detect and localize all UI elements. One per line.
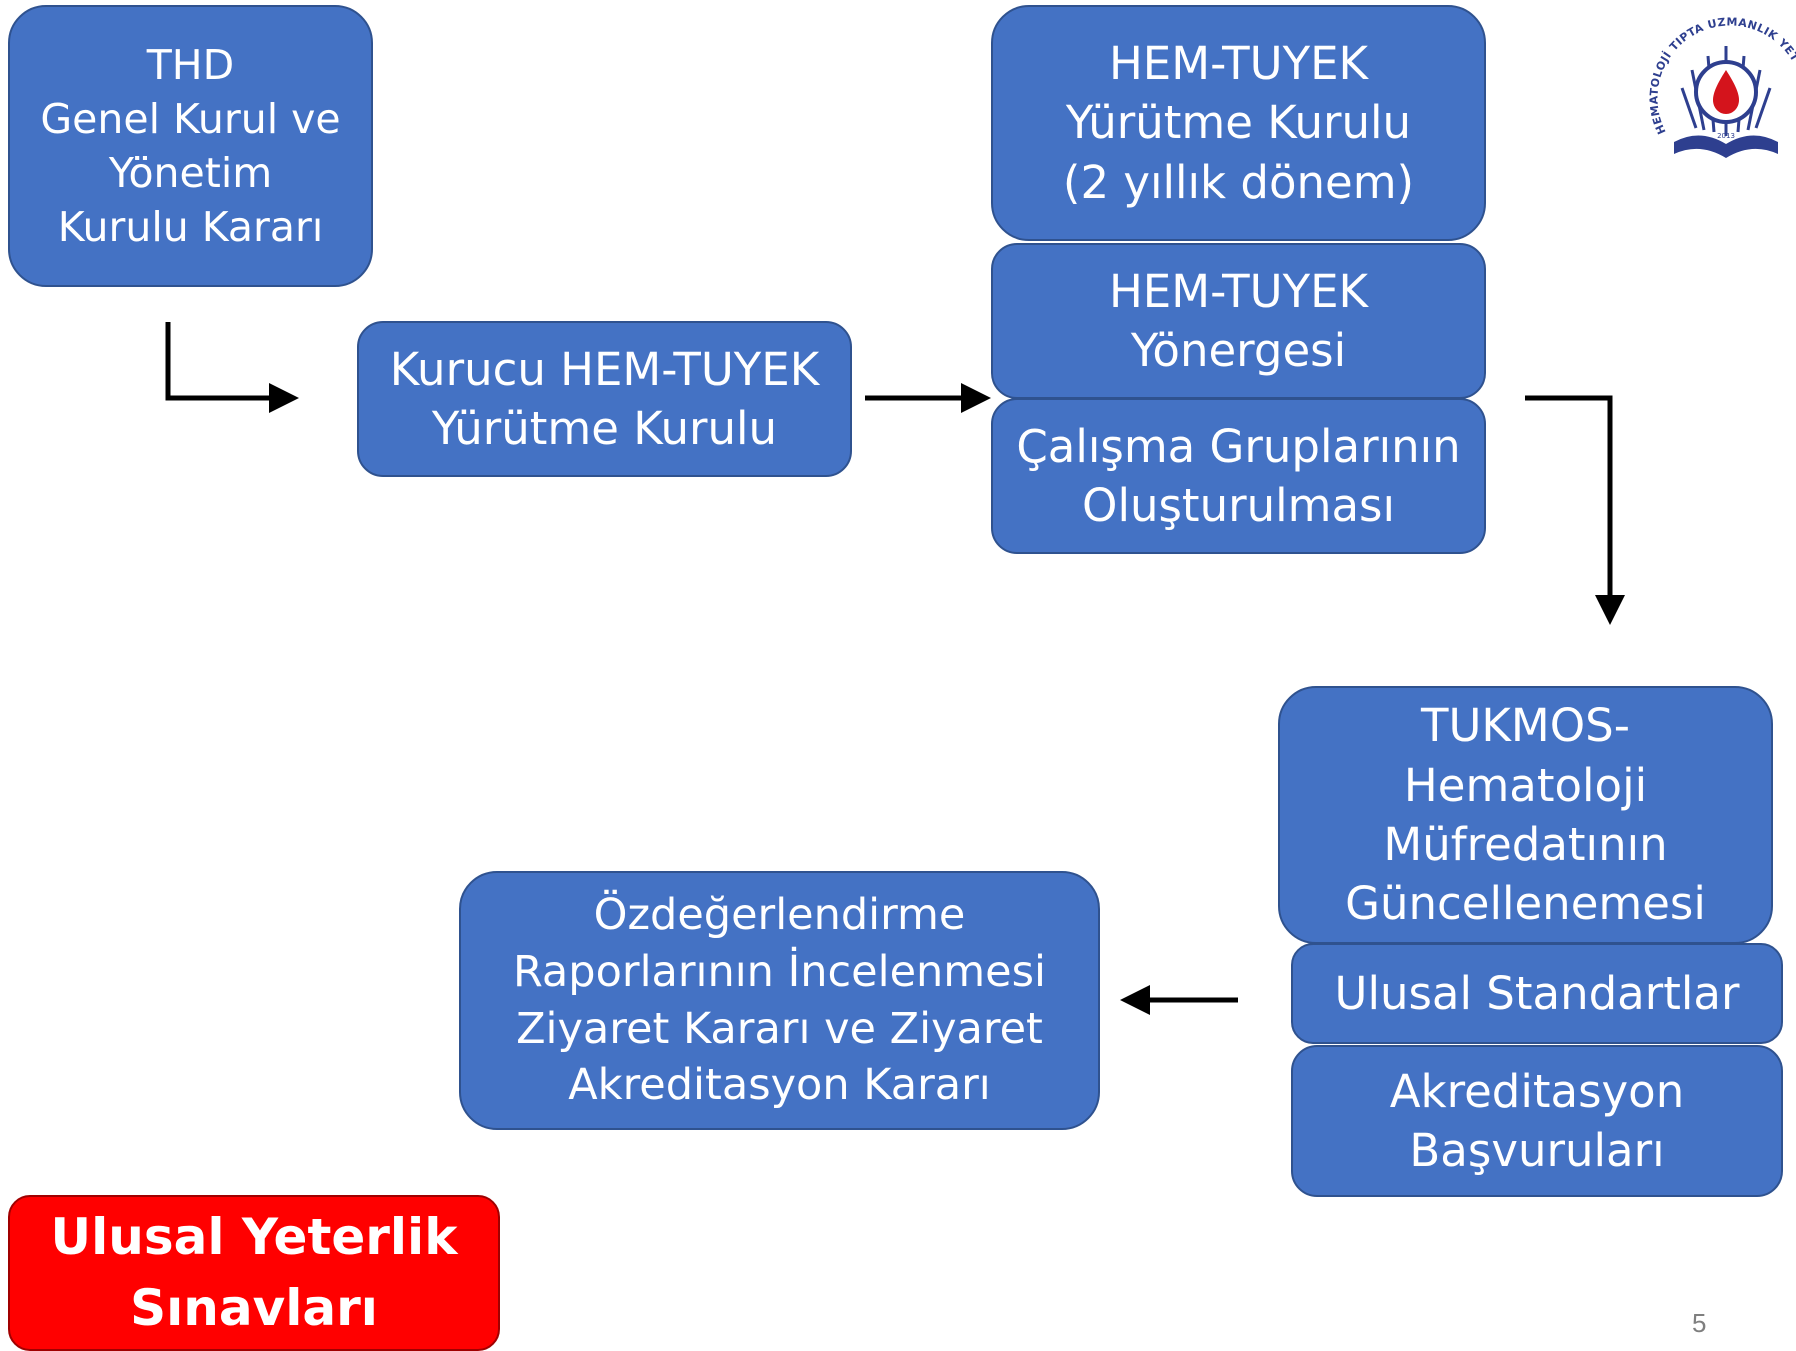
yurutme-box: HEM-TUYEK Yürütme Kurulu (2 yıllık dönem… bbox=[991, 5, 1486, 241]
calisma-line: Çalışma Gruplarının bbox=[1016, 419, 1461, 473]
standartlar-line: Ulusal Standartlar bbox=[1334, 966, 1740, 1020]
standartlar-box: Ulusal Standartlar bbox=[1291, 943, 1783, 1044]
calisma-line: Oluşturulması bbox=[1082, 479, 1395, 532]
tukmos-box: TUKMOS- Hematoloji Müfredatının Güncelle… bbox=[1278, 686, 1773, 944]
yonerge-line: Yönergesi bbox=[1130, 324, 1347, 377]
sinav-line: Sınavları bbox=[130, 1279, 378, 1337]
tukmos-line: Güncellenemesi bbox=[1345, 877, 1706, 931]
arrow-karar-to-kurucu bbox=[165, 322, 299, 413]
akreditasyon-line: Başvuruları bbox=[1409, 1124, 1665, 1177]
thd-karar-line: Genel Kurul ve bbox=[40, 94, 341, 143]
thd-karar-line: THD bbox=[146, 40, 235, 89]
ozdeger-box: Özdeğerlendirme Raporlarının İncelenmesi… bbox=[459, 871, 1100, 1130]
thd-karar-line: Yönetim bbox=[108, 149, 273, 197]
yurutme-line: Yürütme Kurulu bbox=[1065, 96, 1412, 150]
ozdeger-line: Özdeğerlendirme bbox=[593, 890, 966, 940]
ozdeger-line: Akreditasyon Kararı bbox=[568, 1060, 991, 1111]
hematoloji-yeterlik-logo: HEMATOLOJİ TIPTA UZMANLIK YETERLİK 2013 bbox=[1648, 4, 1796, 158]
ozdeger-line: Raporlarının İncelenmesi bbox=[513, 946, 1046, 997]
thd-karar-box: THD Genel Kurul ve Yönetim Kurulu Kararı bbox=[8, 5, 373, 287]
thd-karar-line: Kurulu Kararı bbox=[57, 203, 324, 252]
tukmos-line: Müfredatının bbox=[1383, 818, 1668, 871]
ozdeger-line: Ziyaret Kararı ve Ziyaret bbox=[516, 1003, 1043, 1054]
tukmos-line: Hematoloji bbox=[1403, 758, 1648, 812]
yurutme-line: (2 yıllık dönem) bbox=[1062, 155, 1415, 209]
kurucu-line: Yürütme Kurulu bbox=[431, 402, 778, 455]
page-number: 5 bbox=[1692, 1308, 1707, 1338]
yonerge-line: HEM-TUYEK bbox=[1108, 264, 1369, 318]
akreditasyon-line: Akreditasyon bbox=[1389, 1064, 1685, 1118]
sinav-line: Ulusal Yeterlik bbox=[50, 1208, 458, 1266]
logo-year: 2013 bbox=[1717, 132, 1735, 140]
kurucu-line: Kurucu HEM-TUYEK bbox=[389, 342, 820, 396]
tukmos-line: TUKMOS- bbox=[1421, 699, 1630, 753]
akreditasyon-box: Akreditasyon Başvuruları bbox=[1291, 1045, 1783, 1197]
yonerge-box: HEM-TUYEK Yönergesi bbox=[991, 243, 1486, 399]
arrow-calisma-to-tukmos bbox=[1525, 395, 1625, 625]
calisma-box: Çalışma Gruplarının Oluşturulması bbox=[991, 398, 1486, 554]
kurucu-box: Kurucu HEM-TUYEK Yürütme Kurulu bbox=[357, 321, 852, 477]
yurutme-line: HEM-TUYEK bbox=[1108, 36, 1369, 90]
sinav-box: Ulusal Yeterlik Sınavları bbox=[8, 1195, 500, 1351]
